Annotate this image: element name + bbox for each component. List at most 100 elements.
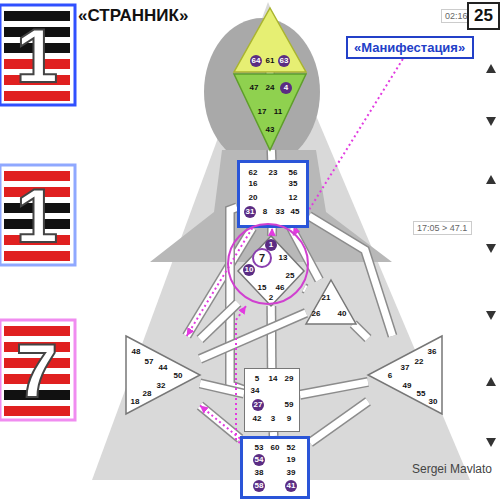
channel xyxy=(271,150,272,160)
channel-outline xyxy=(310,401,368,442)
gate-number: 15 xyxy=(258,284,267,292)
gate-number: 34 xyxy=(251,387,260,395)
highlight-ring xyxy=(228,224,308,304)
gate-number: 13 xyxy=(279,254,288,262)
flow-line xyxy=(200,406,240,439)
gate-number: 7 xyxy=(252,248,272,268)
gate-number: 48 xyxy=(132,348,141,356)
center-shape xyxy=(368,336,442,414)
gate-number: 42 xyxy=(253,415,262,423)
channel-outline xyxy=(200,383,244,393)
channel xyxy=(310,401,368,442)
gate-number: 32 xyxy=(157,382,166,390)
gate-number: 3 xyxy=(271,415,275,423)
gate-number: 63 xyxy=(278,55,290,67)
gate-number: 36 xyxy=(428,348,437,356)
gate-number: 28 xyxy=(143,390,152,398)
down-marker xyxy=(486,244,496,253)
channel xyxy=(200,313,306,359)
gate-number: 29 xyxy=(285,375,294,383)
gate-number: 61 xyxy=(266,57,275,65)
gate-number: 6 xyxy=(388,372,392,380)
flow-arrow xyxy=(293,59,403,236)
down-marker xyxy=(486,117,496,126)
hexagram-panel xyxy=(0,5,75,105)
channel xyxy=(271,306,272,368)
channel-outline xyxy=(200,406,240,439)
flow-arrow xyxy=(187,228,253,336)
hexagram-number: 1 xyxy=(16,172,58,259)
up-marker xyxy=(486,377,496,386)
gate-number: 38 xyxy=(255,469,264,477)
gate-number: 14 xyxy=(269,375,278,383)
gate-number: 49 xyxy=(403,382,412,390)
gate-number: 10 xyxy=(243,264,255,276)
body-field xyxy=(92,2,470,480)
gate-number: 24 xyxy=(266,84,275,92)
hexagram-number: 7 xyxy=(16,327,58,414)
channel xyxy=(300,382,368,395)
sacral-center: 514293427594239 xyxy=(244,368,300,432)
gate-number: 62 xyxy=(249,169,258,177)
time-box: 17:05 > 47.1 xyxy=(413,221,472,235)
solar-plexus-center: 3622376495530 xyxy=(368,336,442,414)
spleen-center: 48574450322818 xyxy=(126,336,200,414)
channel-outline xyxy=(267,228,277,236)
gate-number: 8 xyxy=(263,208,267,216)
gate-number: 12 xyxy=(289,194,298,202)
gate-number: 59 xyxy=(285,401,294,409)
diagram-title: «СТРАННИК» xyxy=(78,6,188,26)
ajna-center: 47244171143 xyxy=(234,74,306,150)
down-marker xyxy=(486,438,496,447)
gate-number: 45 xyxy=(291,208,300,216)
channel-outline xyxy=(200,313,306,359)
channel-outline xyxy=(304,288,306,289)
g-center: 1713102515462 xyxy=(238,236,304,306)
gate-number: 37 xyxy=(401,364,410,372)
channel-fill xyxy=(304,288,306,289)
gate-number: 39 xyxy=(287,469,296,477)
gate-number: 55 xyxy=(417,390,426,398)
channel xyxy=(304,288,306,289)
gate-number: 30 xyxy=(429,398,438,406)
center-shape xyxy=(306,280,356,324)
channel-fill xyxy=(300,382,368,395)
gate-number: 23 xyxy=(269,169,278,177)
gate-number: 56 xyxy=(289,169,298,177)
channel-fill xyxy=(200,303,238,340)
channel xyxy=(200,383,244,393)
flow-arrow xyxy=(271,228,272,236)
channel xyxy=(271,228,272,236)
channel-fill xyxy=(268,228,275,236)
channel-outline xyxy=(353,324,368,339)
down-marker xyxy=(486,311,496,320)
flow-line xyxy=(187,228,253,336)
gate-number: 18 xyxy=(131,398,140,406)
channel-fill xyxy=(200,313,306,359)
gate-number: 4 xyxy=(280,82,292,94)
channel-outline xyxy=(300,382,368,395)
gate-number: 2 xyxy=(269,294,273,302)
center-shape xyxy=(126,336,200,414)
gate-number: 11 xyxy=(274,108,282,116)
gate-number: 27 xyxy=(252,399,264,411)
gate-number: 17 xyxy=(258,108,267,116)
center-shape xyxy=(234,8,306,72)
gate-number: 25 xyxy=(286,272,295,280)
gate-number: 44 xyxy=(159,364,168,372)
gate-number: 46 xyxy=(276,284,285,292)
gate-number: 54 xyxy=(253,454,265,466)
channel xyxy=(200,303,238,340)
root-center: 536052541938395841 xyxy=(240,436,310,499)
gate-number: 33 xyxy=(276,208,285,216)
box-text: 02:16 xyxy=(445,11,468,21)
up-marker xyxy=(486,175,496,184)
channel-fill xyxy=(268,150,275,160)
number-box: 25 xyxy=(467,2,500,30)
callout-box: «Манифестация» xyxy=(346,36,474,59)
gate-number: 64 xyxy=(250,55,262,67)
gate-number: 21 xyxy=(322,294,331,302)
gate-number: 50 xyxy=(174,372,183,380)
